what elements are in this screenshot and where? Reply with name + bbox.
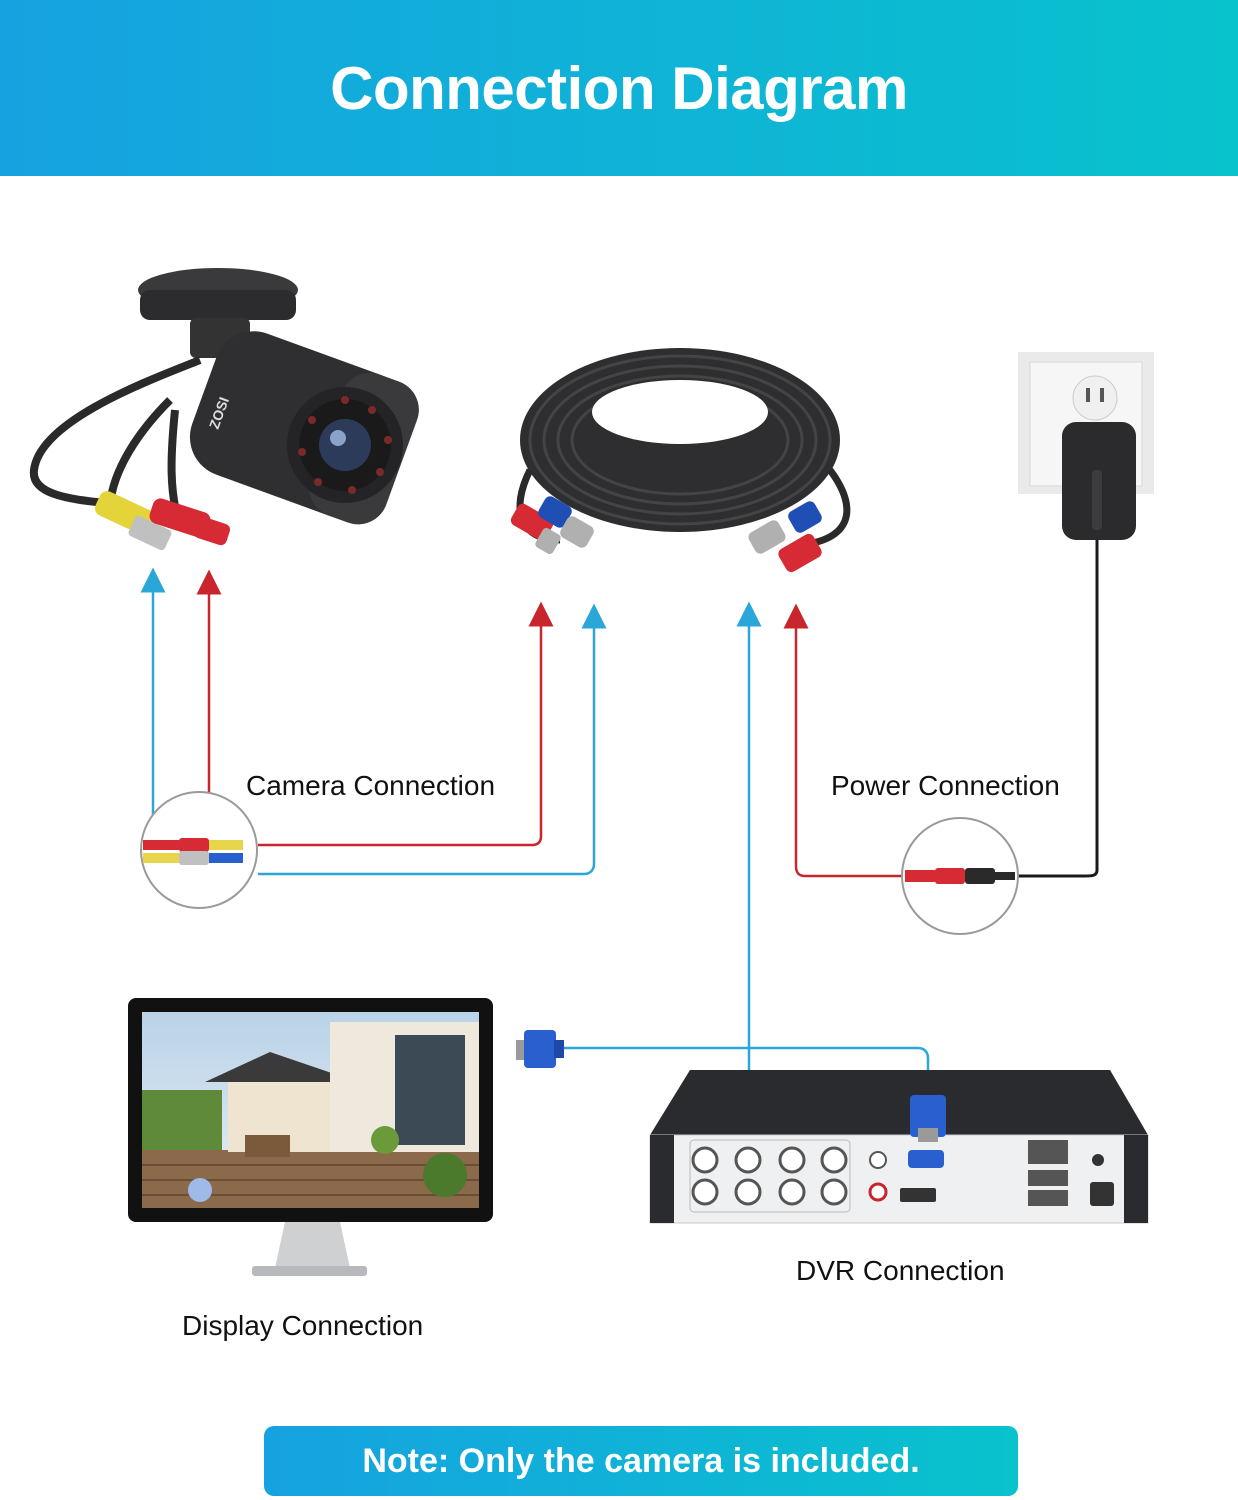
- power-connector-closeup: [901, 817, 1019, 935]
- dvr-connection-label: DVR Connection: [796, 1255, 1005, 1286]
- camera-connector-closeup: [140, 791, 258, 909]
- note-banner: Note: Only the camera is included.: [264, 1426, 1018, 1496]
- note-text: Note: Only the camera is included.: [362, 1441, 920, 1480]
- vga-connector: [516, 1030, 564, 1068]
- power-adapter: [1010, 352, 1154, 878]
- camera-connection-lines: [140, 567, 607, 876]
- monitor: [128, 998, 493, 1276]
- dvr-recorder: [649, 1070, 1149, 1224]
- extension-cable-coil: [510, 348, 851, 573]
- power-connection-label: Power Connection: [831, 770, 1060, 801]
- vga-line: [562, 1046, 930, 1100]
- camera-connection-label: Camera Connection: [246, 770, 496, 801]
- bullet-camera: ZOSI: [29, 268, 419, 551]
- power-connection-lines: [783, 603, 905, 878]
- page-title: Connection Diagram: [330, 54, 908, 122]
- header-banner: Connection Diagram: [0, 0, 1238, 176]
- display-connection-label: Display Connection: [182, 1310, 424, 1341]
